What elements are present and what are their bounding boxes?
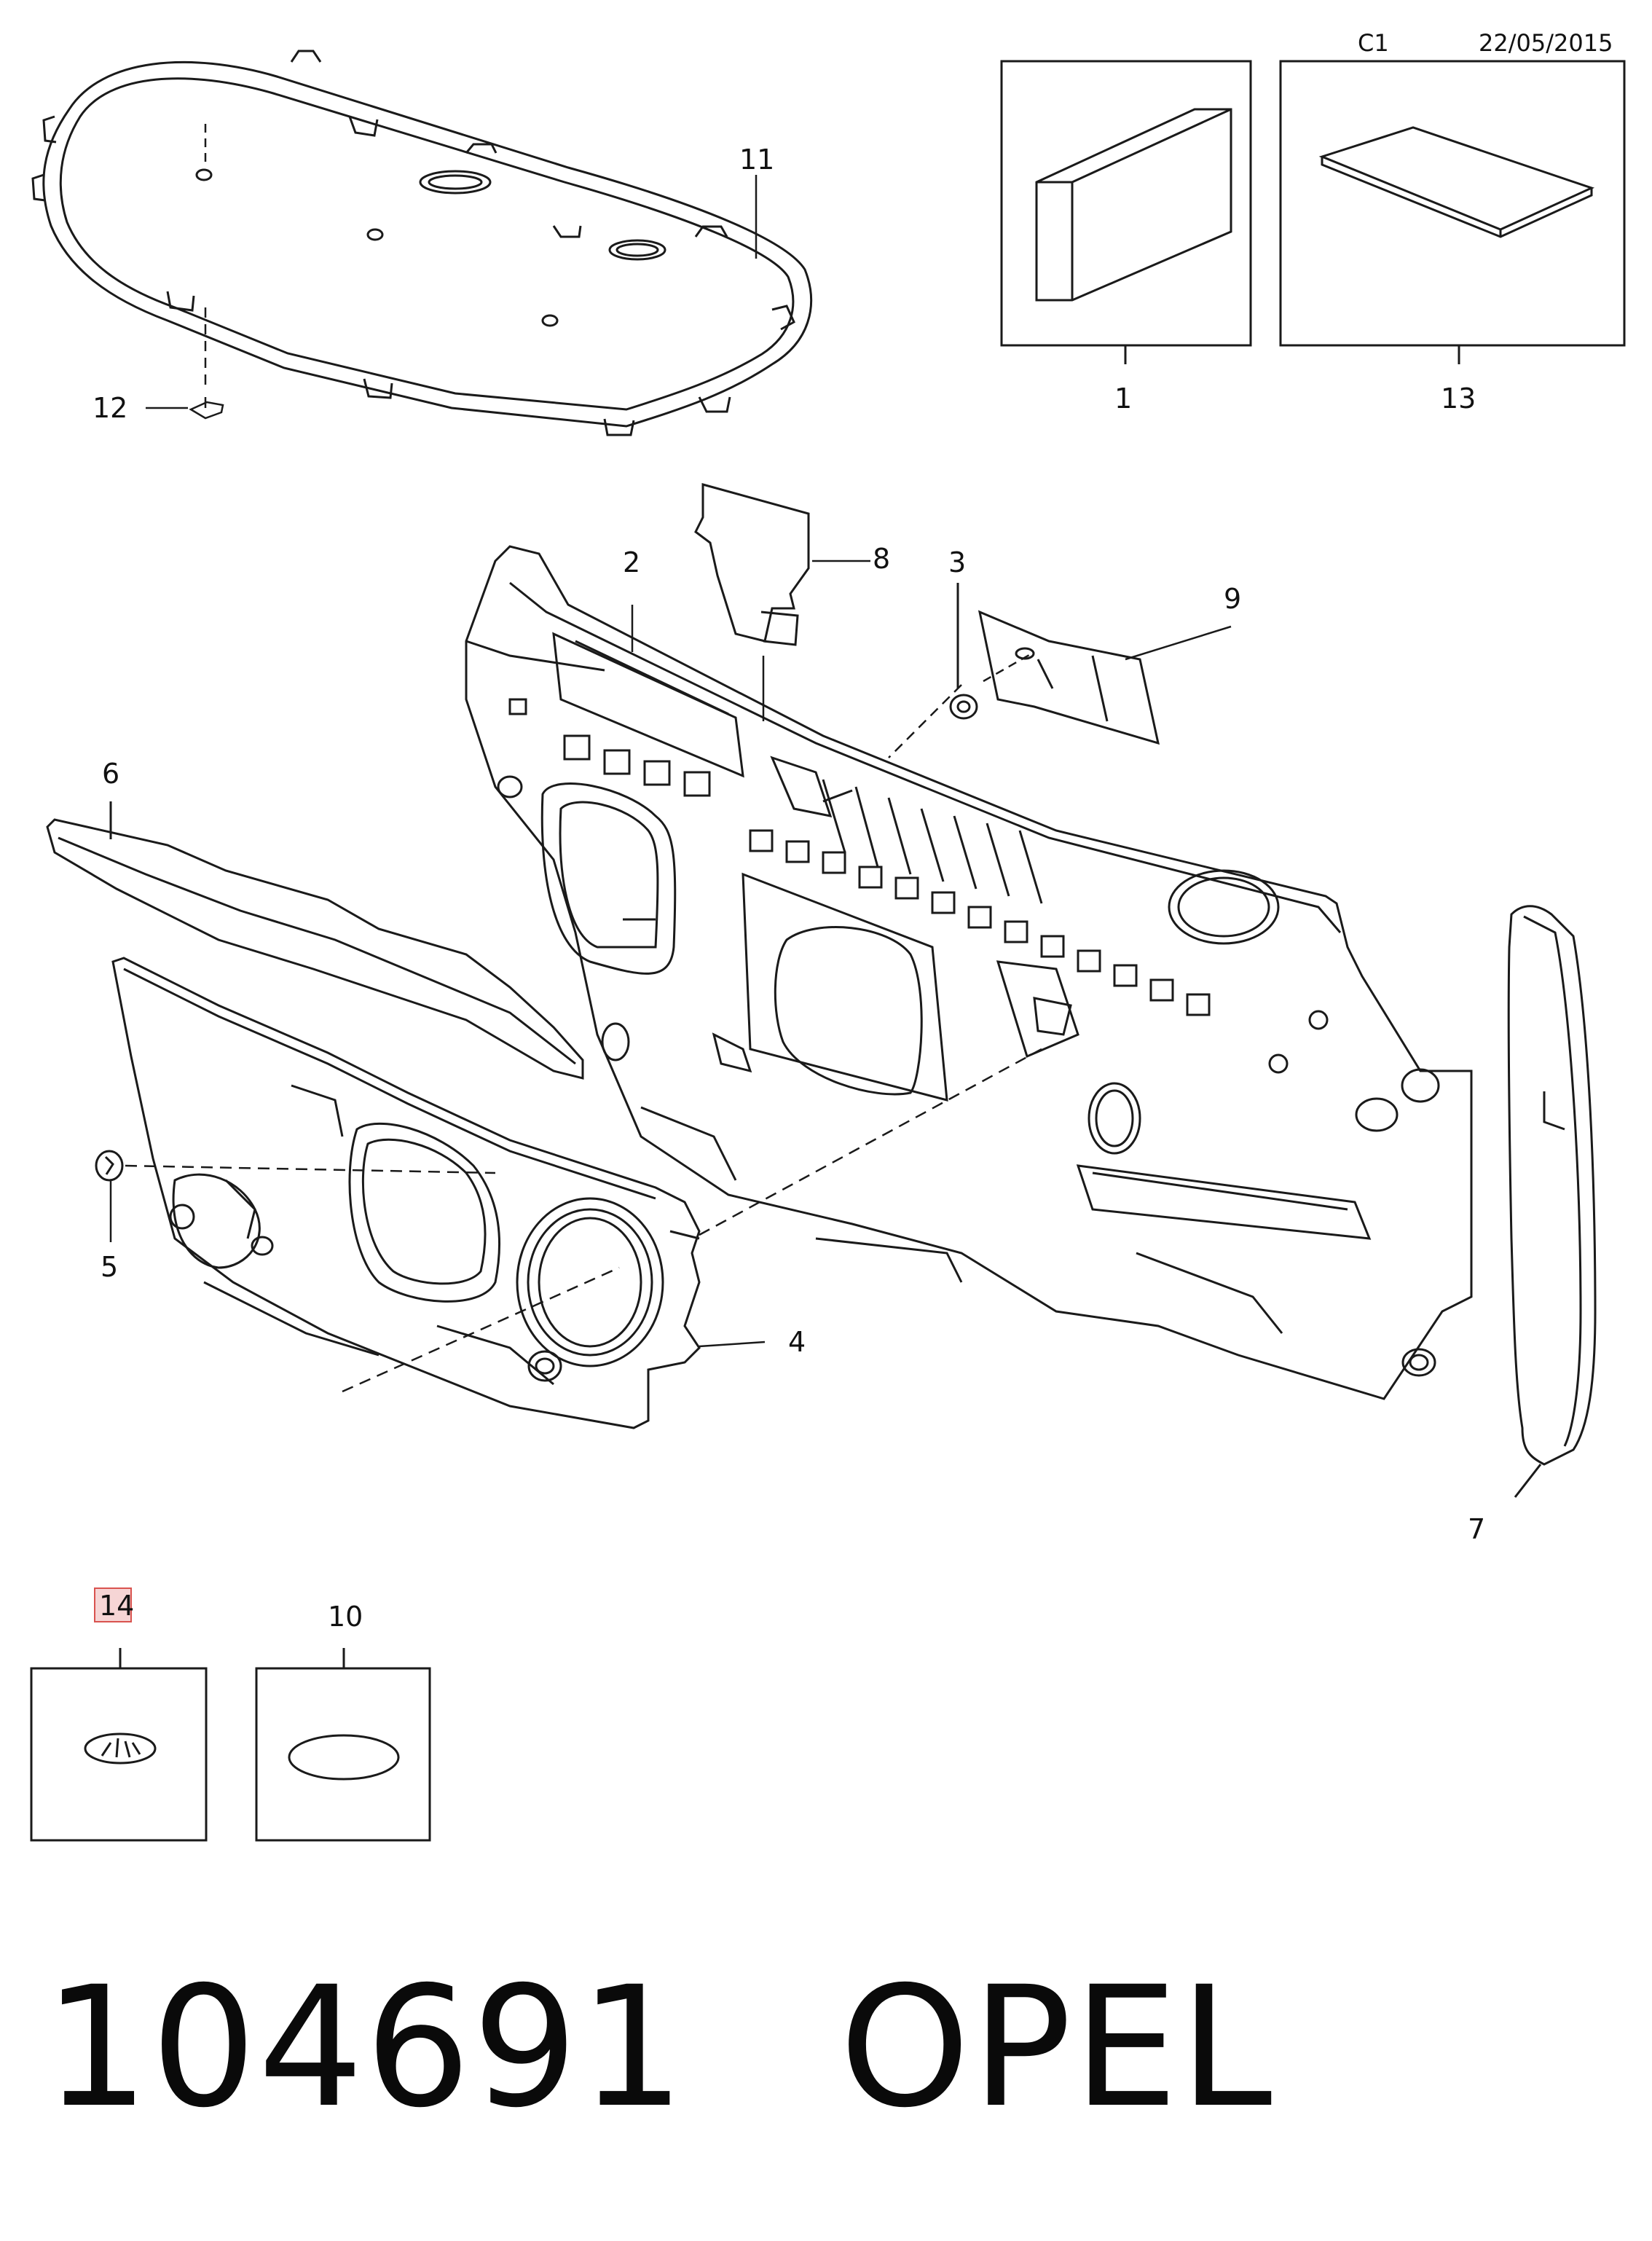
callout-4: 4 xyxy=(788,1326,806,1358)
part-13-box xyxy=(1279,60,1626,364)
callout-3: 3 xyxy=(948,546,966,578)
callout-9: 9 xyxy=(1224,583,1241,615)
callout-11: 11 xyxy=(739,144,774,176)
part-number: 104691 xyxy=(44,1950,687,2144)
brand-name: OPEL xyxy=(839,1950,1274,2144)
callout-7: 7 xyxy=(1468,1513,1485,1545)
part-11-hood-insulator xyxy=(31,50,813,436)
upper-leaders xyxy=(631,560,1232,758)
part-3-push-nut xyxy=(949,583,978,720)
callout-1: 1 xyxy=(1114,382,1132,415)
part-1-box xyxy=(1000,60,1252,364)
part-7-pad xyxy=(1507,905,1597,1498)
lower-leaders xyxy=(109,1048,1042,1393)
part-12-clip xyxy=(146,397,224,420)
callout-12: 12 xyxy=(93,392,127,424)
footer: 104691 OPEL xyxy=(44,1952,1610,2142)
part-14-box xyxy=(30,1648,208,1842)
header-date: 22/05/2015 xyxy=(1479,29,1613,57)
callout-8: 8 xyxy=(873,543,890,575)
callout-14-highlight xyxy=(94,1587,132,1622)
part-8-flap xyxy=(694,483,810,646)
part-9-pad xyxy=(978,610,1160,745)
part-2-dash-insulator xyxy=(465,545,1473,1400)
callout-2: 2 xyxy=(623,546,640,578)
part-5-clip xyxy=(95,1150,124,1182)
header-code: C1 xyxy=(1358,29,1389,57)
part-10-box xyxy=(255,1648,431,1842)
callout-6: 6 xyxy=(102,758,119,790)
part-11-leaders xyxy=(204,124,758,386)
callout-14: 14 xyxy=(99,1590,134,1622)
callout-5: 5 xyxy=(101,1251,118,1283)
callout-13: 13 xyxy=(1441,382,1476,415)
callout-10: 10 xyxy=(328,1601,363,1633)
part-4-panel-insulator xyxy=(111,957,701,1429)
part-6-strip xyxy=(46,801,584,1080)
